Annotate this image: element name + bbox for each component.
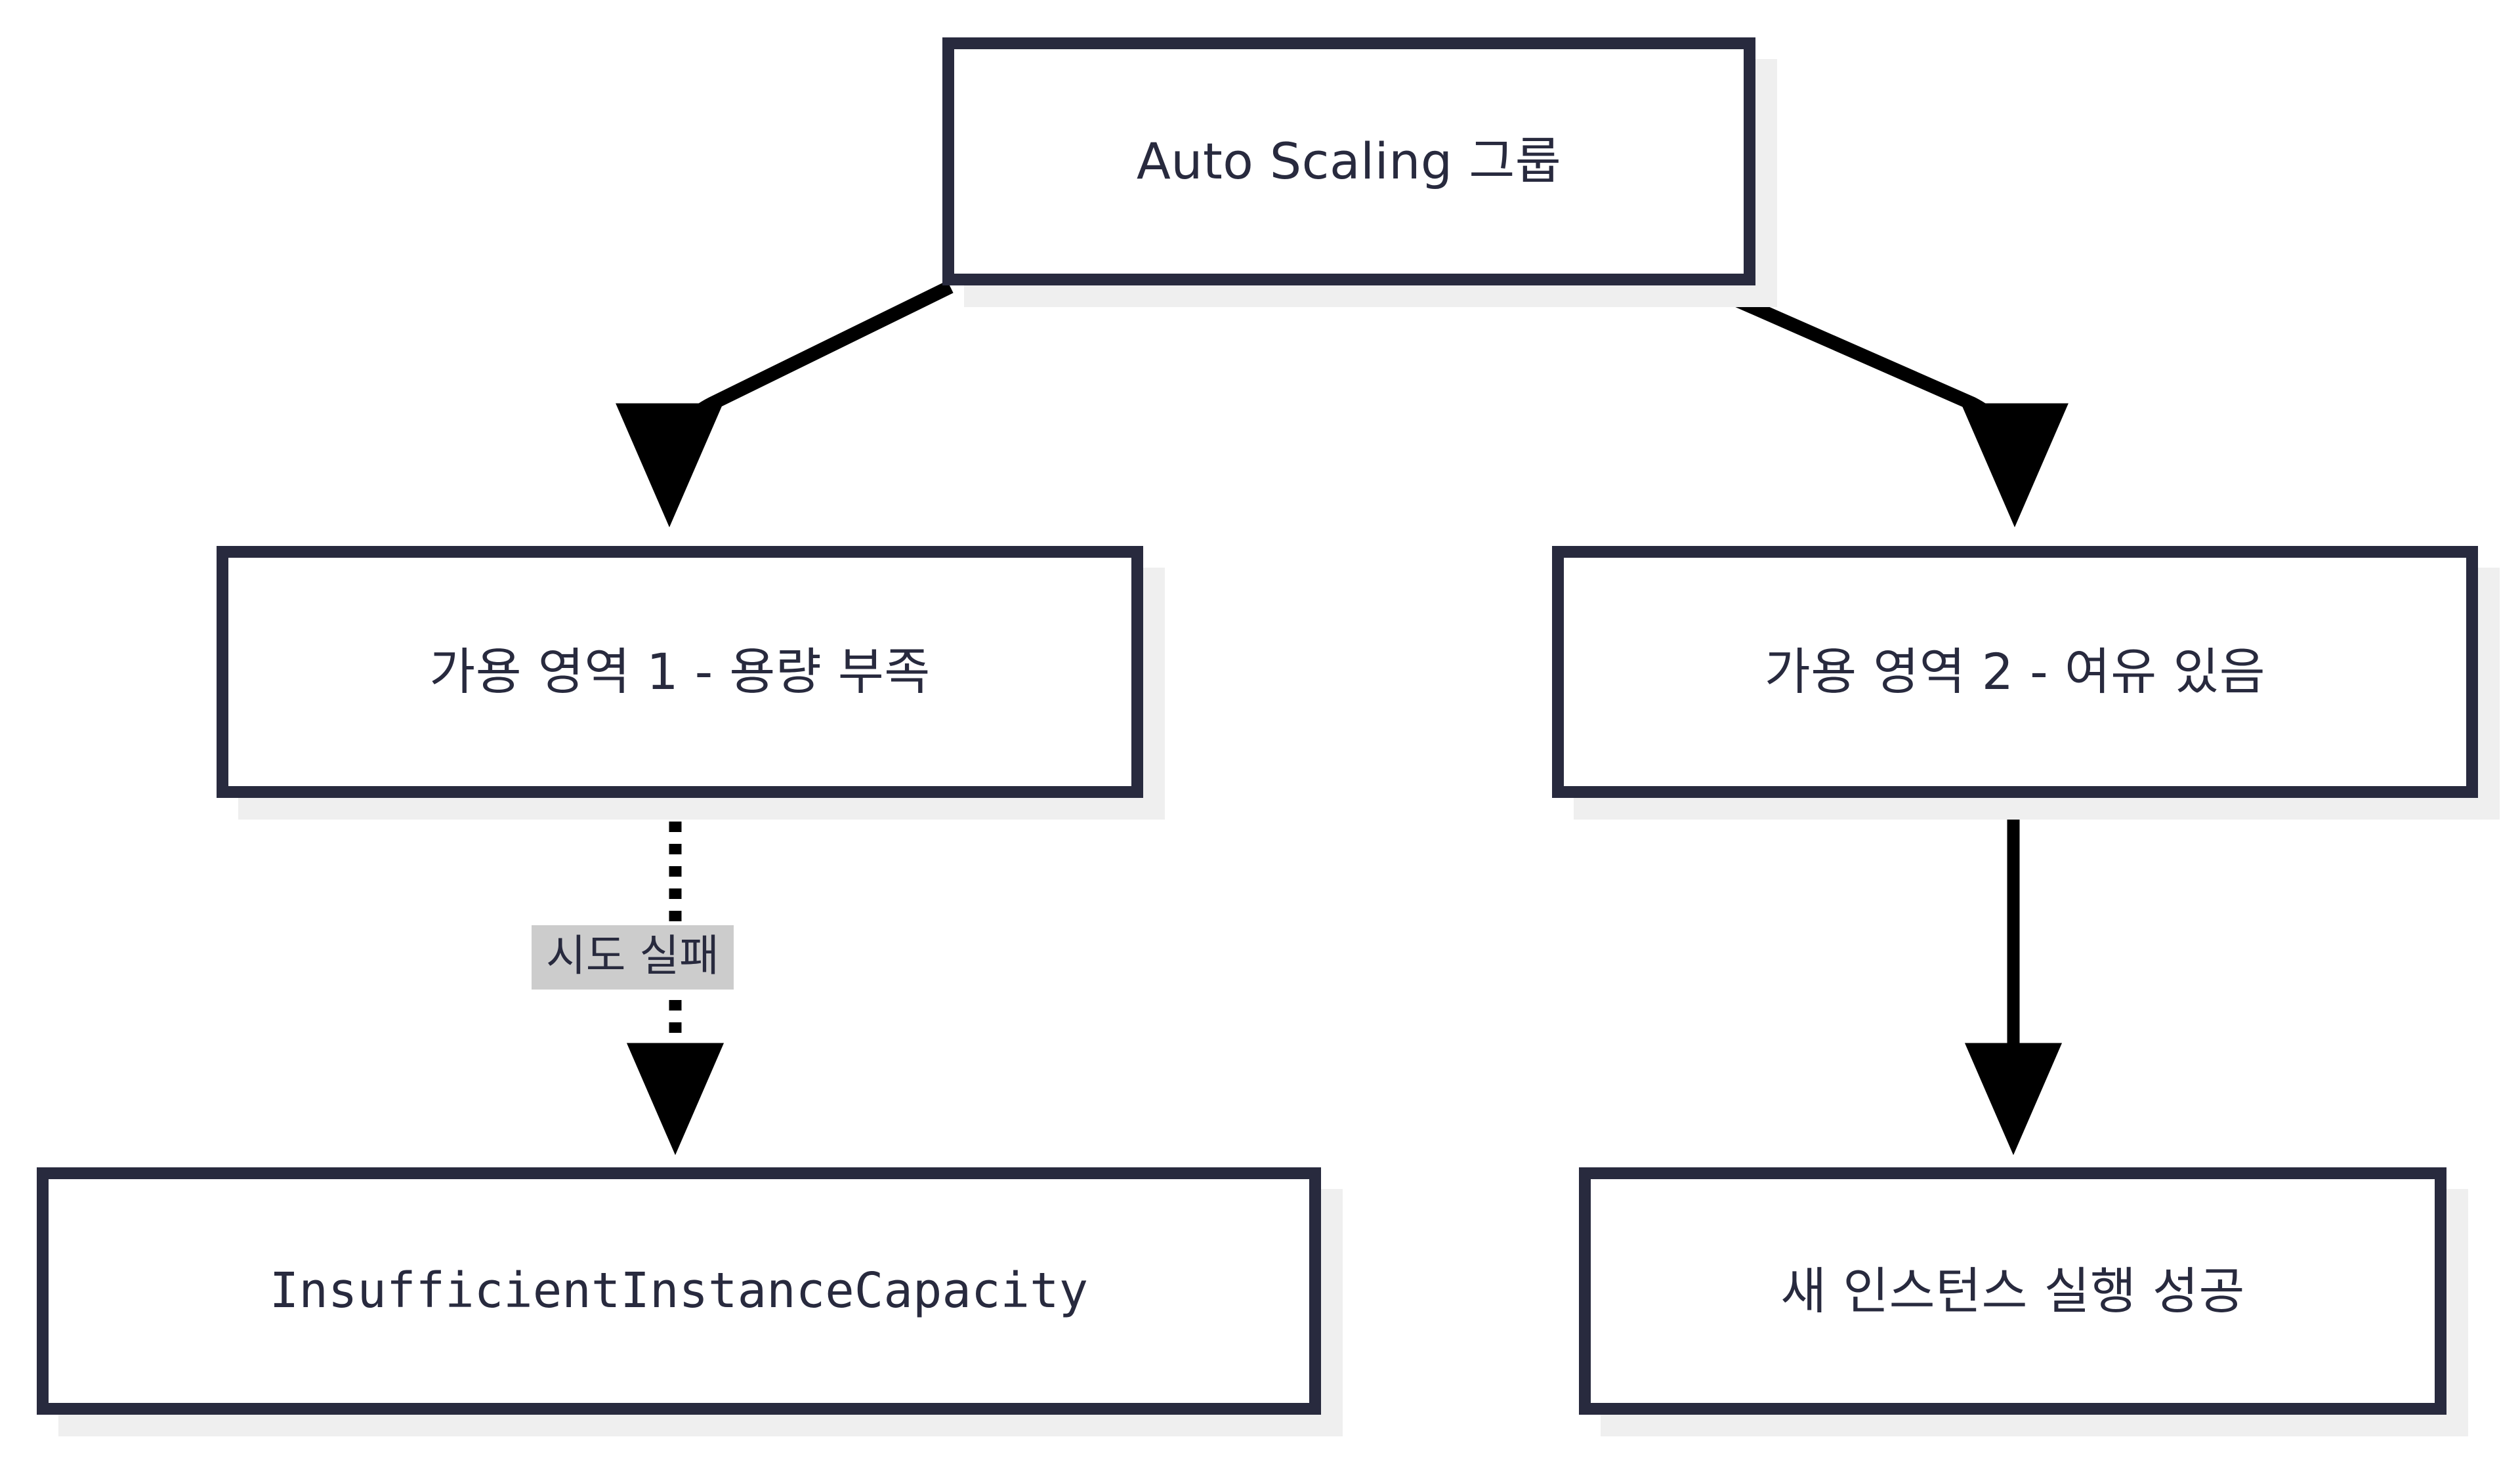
node-availability-zone-1[interactable]: 가용 영역 1 - 용량 부족 (217, 546, 1143, 798)
node-launch-success[interactable]: 새 인스턴스 실행 성공 (1579, 1167, 2446, 1415)
node-availability-zone-2[interactable]: 가용 영역 2 - 여유 있음 (1552, 546, 2478, 798)
node-insufficient-instance-capacity-label: InsufficientInstanceCapacity (269, 1262, 1089, 1319)
node-auto-scaling-group-label: Auto Scaling 그룹 (1136, 132, 1562, 191)
edge-label-attempt-failed: 시도 실패 (532, 925, 734, 990)
edge-asg-to-az1 (616, 280, 954, 528)
node-availability-zone-2-label: 가용 영역 2 - 여유 있음 (1764, 642, 2266, 701)
node-launch-success-label: 새 인스턴스 실행 성공 (1780, 1261, 2245, 1320)
edge-asg-to-az2 (1703, 280, 2068, 528)
node-auto-scaling-group[interactable]: Auto Scaling 그룹 (942, 37, 1755, 285)
node-insufficient-instance-capacity[interactable]: InsufficientInstanceCapacity (37, 1167, 1321, 1415)
node-availability-zone-1-label: 가용 영역 1 - 용량 부족 (429, 642, 931, 701)
